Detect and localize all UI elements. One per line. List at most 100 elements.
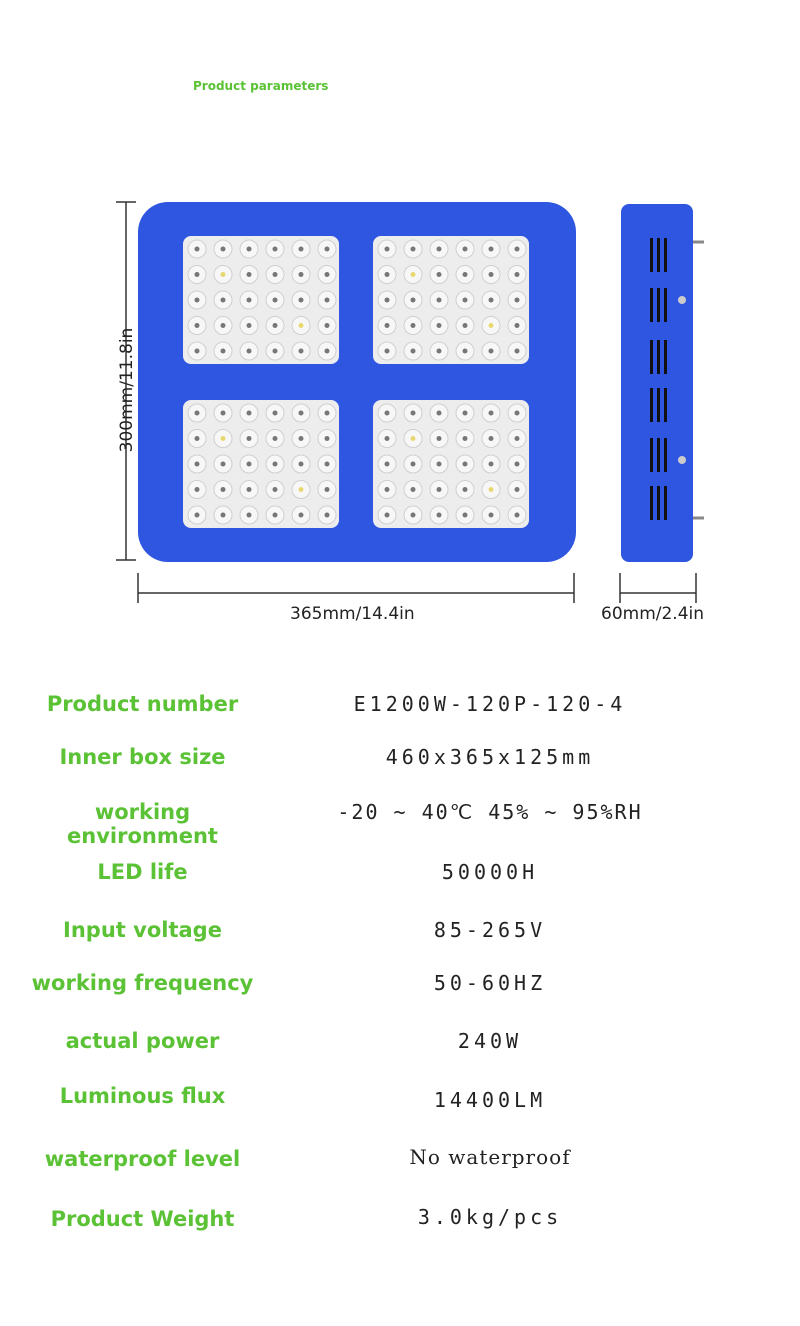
led-chip [436, 246, 442, 252]
spec-label: Input voltage [63, 918, 222, 942]
vent-slot [664, 288, 667, 322]
spec-label: waterproof level [44, 1147, 241, 1171]
led-chip [324, 348, 330, 354]
led-chip [410, 272, 416, 277]
led-chip [384, 436, 390, 441]
spec-row: working environment -20 ~ 40℃ 45% ~ 95%R… [0, 800, 800, 848]
led-chip [462, 487, 468, 492]
vent-slot [657, 340, 660, 374]
vent-slot [657, 486, 660, 520]
led-chip [514, 436, 520, 441]
led-chip [298, 436, 304, 441]
led-chip [488, 512, 494, 518]
vent-slot [650, 340, 653, 374]
led-chip [436, 272, 442, 277]
depth-dimension-line [619, 573, 697, 603]
led-chip [410, 436, 416, 441]
led-chip [246, 246, 252, 252]
led-chip [410, 512, 416, 518]
vent-slot [664, 486, 667, 520]
spec-row: Product Weight 3.0kg/pcs [0, 1205, 800, 1247]
led-chip [272, 348, 278, 354]
led-chip [462, 297, 468, 303]
led-chip [220, 487, 226, 492]
led-chip [436, 348, 442, 354]
led-chip [436, 323, 442, 328]
spec-row: Product number E1200W-120P-120-4 [0, 692, 800, 732]
led-chip [298, 512, 304, 518]
spec-row: waterproof level No waterproof [0, 1145, 800, 1187]
led-chip [436, 410, 442, 416]
width-dimension-line [137, 573, 575, 603]
led-chip [436, 436, 442, 441]
led-chip [194, 297, 200, 303]
led-chip [514, 297, 520, 303]
vent-slot [650, 486, 653, 520]
led-chip [298, 246, 304, 252]
led-chip [220, 272, 226, 277]
led-chip [436, 297, 442, 303]
vent-slot [664, 340, 667, 374]
vent-slot [657, 438, 660, 472]
led-chip [410, 246, 416, 252]
led-chip [246, 461, 252, 467]
led-chip [298, 348, 304, 354]
spec-row: working frequency 50-60HZ [0, 971, 800, 1011]
spec-value: 50000H [441, 860, 539, 884]
led-chip [298, 323, 304, 328]
led-chip [220, 246, 226, 252]
led-chip [246, 410, 252, 416]
led-chip [194, 323, 200, 328]
led-chip [194, 348, 200, 354]
led-chip [384, 272, 390, 277]
led-chip [462, 323, 468, 328]
height-label: 300mm/11.8in [117, 327, 137, 453]
vent-slot [657, 238, 660, 272]
side-vents [650, 238, 667, 520]
led-chip [220, 461, 226, 467]
led-chip [488, 272, 494, 277]
led-chip [488, 323, 494, 328]
led-chip [194, 410, 200, 416]
led-panels [183, 236, 529, 528]
led-chip [272, 461, 278, 467]
section-title: Product parameters [193, 79, 329, 93]
led-chip [488, 410, 494, 416]
led-chip [462, 512, 468, 518]
led-chip [488, 348, 494, 354]
led-chip [272, 410, 278, 416]
led-chip [324, 487, 330, 492]
led-chip [514, 487, 520, 492]
led-chip [410, 410, 416, 416]
led-chip [272, 297, 278, 303]
led-chip [194, 487, 200, 492]
spec-value: No waterproof [409, 1145, 571, 1169]
led-chip [324, 461, 330, 467]
vent-slot [657, 288, 660, 322]
led-chip [220, 410, 226, 416]
spec-row: Luminous flux 14400LM [0, 1084, 800, 1124]
width-label: 365mm/14.4in [290, 604, 415, 624]
led-chip [410, 348, 416, 354]
led-chip [514, 461, 520, 467]
led-chip [298, 461, 304, 467]
led-chip [220, 348, 226, 354]
vent-slot [650, 238, 653, 272]
led-chip [514, 323, 520, 328]
led-chip [298, 272, 304, 277]
spec-value: 3.0kg/pcs [417, 1205, 563, 1229]
led-chip [298, 410, 304, 416]
spec-label: LED life [97, 860, 188, 884]
led-chip [194, 272, 200, 277]
led-chip [246, 487, 252, 492]
led-chip [246, 348, 252, 354]
led-chip [272, 512, 278, 518]
led-chip [246, 272, 252, 277]
spec-label: Product Weight [50, 1207, 235, 1231]
led-chip [246, 297, 252, 303]
led-chip [384, 348, 390, 354]
led-chip [220, 297, 226, 303]
led-chip [324, 246, 330, 252]
led-chip [272, 272, 278, 277]
led-chip [462, 246, 468, 252]
